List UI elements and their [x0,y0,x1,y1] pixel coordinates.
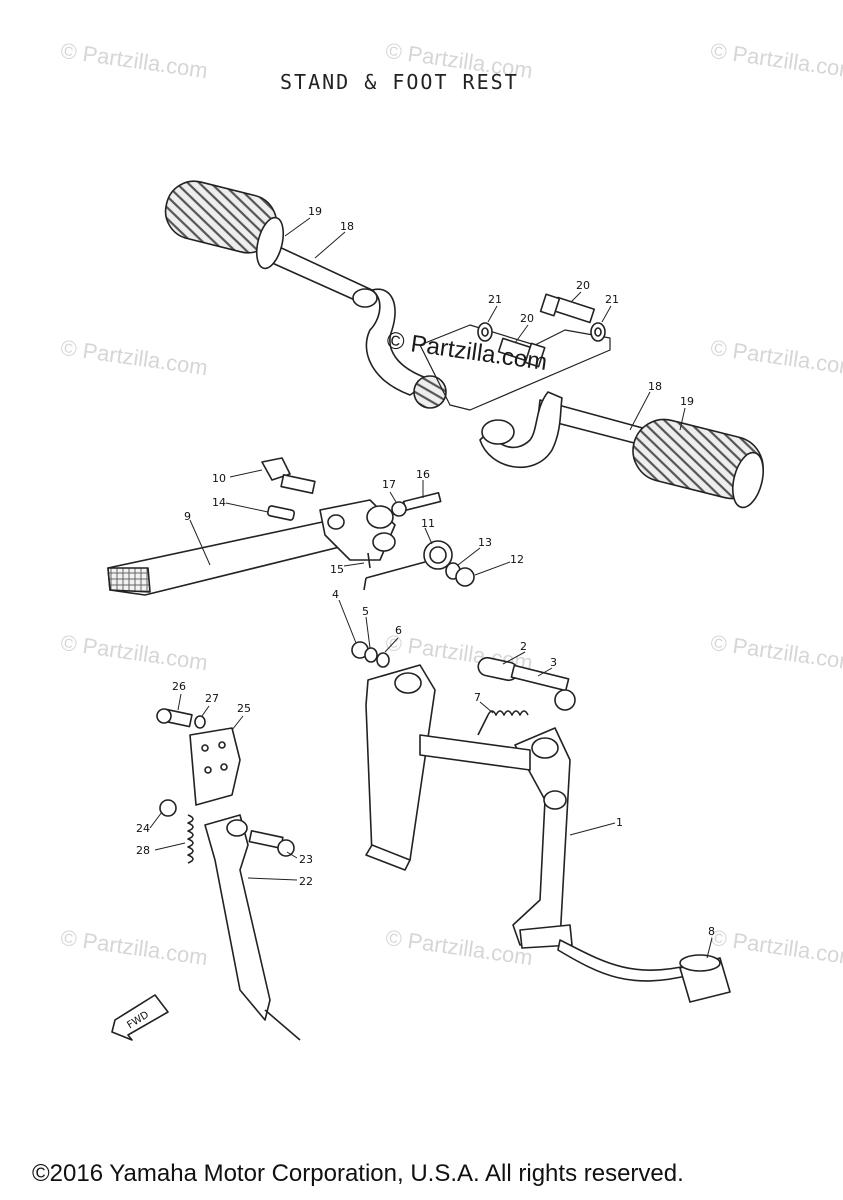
callout-8: 8 [708,925,715,938]
callout-26: 26 [172,680,186,693]
callout-19: 19 [308,205,322,218]
leader-lines [149,217,713,959]
callout-16: 16 [416,468,430,481]
callout-20: 20 [520,312,534,325]
copyright-notice: ©2016 Yamaha Motor Corporation, U.S.A. A… [32,1160,684,1187]
callout-6: 6 [395,624,402,637]
callout-25: 25 [237,702,251,715]
callout-10: 10 [212,472,226,485]
callout-12: 12 [510,553,524,566]
footrest-splined-boss [413,375,447,409]
diagram-title: STAND & FOOT REST [280,70,519,94]
callout-28: 28 [136,844,150,857]
callout-20: 20 [576,279,590,292]
nut-24 [159,799,177,817]
callout-5: 5 [362,605,369,618]
callout-4: 4 [332,588,339,601]
callout-22: 22 [299,875,313,888]
side-stand-bracket-25 [189,727,241,806]
callout-24: 24 [136,822,150,835]
callout-11: 11 [421,517,435,530]
nut-17 [391,501,407,517]
brake-pedal [107,499,396,596]
callout-9: 9 [184,510,191,523]
callout-3: 3 [550,656,557,669]
washer-6 [376,652,390,668]
washer-5 [364,647,378,663]
adjust-bolt-16 [402,491,442,512]
bolt-20-lower [497,337,546,368]
footrest-bar-right [479,391,651,468]
callout-18: 18 [340,220,354,233]
footrest-bar-left [269,244,433,396]
callout-19: 19 [680,395,694,408]
callout-21: 21 [605,293,619,306]
pivot-bolt-10 [261,457,316,494]
callout-7: 7 [474,691,481,704]
spring-28 [187,814,194,864]
footrest-rubber-left [164,180,285,270]
bolt-26 [156,708,193,728]
callout-15: 15 [330,563,344,576]
spring-7 [477,710,529,736]
callout-1: 1 [616,816,623,829]
callout-17: 17 [382,478,396,491]
callout-14: 14 [212,496,226,509]
center-stand [365,664,691,982]
bolt-3 [510,664,576,711]
callout-21: 21 [488,293,502,306]
callout-18: 18 [648,380,662,393]
side-stand-22 [204,814,301,1041]
callout-23: 23 [299,853,313,866]
bolt-20-upper [539,293,596,324]
washer-27 [194,715,206,729]
bolt-23 [248,830,295,857]
pin-14 [267,505,295,521]
callout-2: 2 [520,640,527,653]
callout-27: 27 [205,692,219,705]
cotter-pin-15 [367,552,371,569]
forward-arrow-icon [111,994,169,1041]
nut-12 [455,567,475,587]
washer-21 [477,322,606,342]
return-spring-11 [363,540,453,591]
footrest-rubber-right [632,418,764,509]
stand-stopper-8 [679,954,731,1003]
callout-13: 13 [478,536,492,549]
